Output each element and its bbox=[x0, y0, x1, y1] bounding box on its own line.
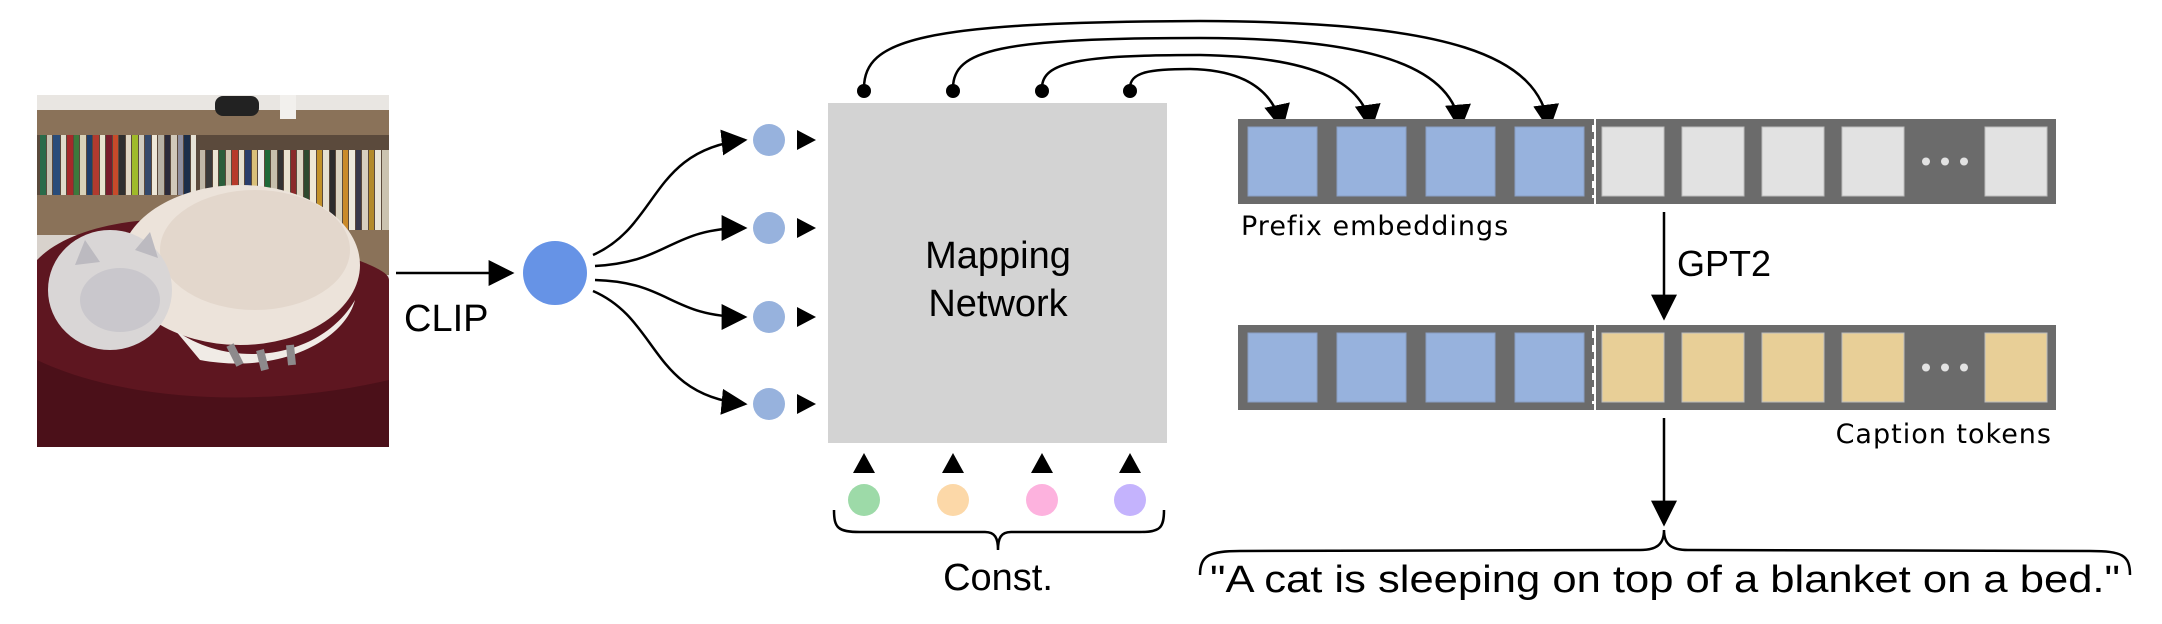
input-triangle-icon bbox=[797, 394, 816, 414]
const-label: Const. bbox=[943, 557, 1053, 599]
const-up-triangle-icon bbox=[1119, 453, 1141, 473]
mapping-network-label-line1: Mapping bbox=[925, 235, 1071, 277]
ellipsis-dot bbox=[1922, 157, 1930, 166]
prefix-arc-4 bbox=[1128, 67, 1290, 131]
mapping-output-dot bbox=[1035, 84, 1049, 98]
input-triangle-icon bbox=[797, 130, 816, 150]
prefix-token bbox=[1425, 126, 1496, 197]
ellipsis-dot bbox=[1960, 363, 1968, 372]
mapping-input-node bbox=[753, 301, 785, 333]
const-up-triangle-icon bbox=[853, 453, 875, 473]
text-token bbox=[1681, 332, 1745, 403]
mapping-input-node bbox=[753, 212, 785, 244]
const-brace bbox=[832, 509, 1166, 551]
fan-out-arrow-4 bbox=[592, 289, 748, 415]
input-image bbox=[37, 95, 389, 447]
mapping-input-node bbox=[753, 124, 785, 156]
prefix-token bbox=[1336, 126, 1407, 197]
input-triangle-icon bbox=[797, 307, 816, 327]
const-inputs bbox=[848, 453, 1146, 516]
mapping-input-node bbox=[753, 388, 785, 420]
caption-token-strip bbox=[1238, 325, 2056, 410]
clip-embedding-node bbox=[523, 241, 587, 305]
generated-caption: "A cat is sleeping on top of a blanket o… bbox=[1210, 559, 2120, 601]
fan-out-arrow-1 bbox=[592, 129, 748, 257]
prefix-token bbox=[1247, 126, 1318, 197]
input-triangle-icon bbox=[797, 218, 816, 238]
caption-tokens-label: Caption tokens bbox=[1836, 419, 2052, 450]
ellipsis-dot bbox=[1941, 363, 1949, 372]
cat bbox=[48, 185, 360, 371]
caption-brace bbox=[1198, 529, 2132, 576]
ellipsis-dot bbox=[1922, 363, 1930, 372]
prefix-embeddings-label: Prefix embeddings bbox=[1241, 211, 1509, 242]
text-token bbox=[1761, 332, 1825, 403]
fan-out-arrow-3 bbox=[594, 278, 748, 330]
const-up-triangle-icon bbox=[1031, 453, 1053, 473]
prefix-token bbox=[1425, 332, 1496, 403]
mapping-output-dots bbox=[857, 84, 1137, 98]
ellipsis-dot bbox=[1941, 157, 1949, 166]
prefix-token bbox=[1514, 332, 1585, 403]
const-node bbox=[1114, 484, 1146, 516]
ellipsis-dot bbox=[1960, 157, 1968, 166]
prefix-arc-1 bbox=[862, 19, 1560, 131]
const-node bbox=[848, 484, 880, 516]
mapping-input-nodes bbox=[753, 124, 816, 420]
clip-label: CLIP bbox=[404, 298, 488, 340]
text-token bbox=[1841, 332, 1905, 403]
fan-out-arrow-2 bbox=[594, 215, 748, 268]
gpt2-label: GPT2 bbox=[1677, 243, 1771, 284]
prefix-token bbox=[1247, 332, 1318, 403]
text-token bbox=[1761, 126, 1825, 197]
fan-out-arrows bbox=[592, 129, 748, 415]
prefix-arc-3 bbox=[1040, 53, 1381, 131]
mapping-output-dot bbox=[857, 84, 871, 98]
prefix-token-strip bbox=[1238, 119, 2056, 204]
prefix-token bbox=[1336, 332, 1407, 403]
text-token bbox=[1681, 126, 1745, 197]
prefix-token bbox=[1514, 126, 1585, 197]
prefix-arc-2 bbox=[951, 36, 1471, 131]
mapping-output-dot bbox=[946, 84, 960, 98]
mapping-output-dot bbox=[1123, 84, 1137, 98]
const-node bbox=[937, 484, 969, 516]
text-token bbox=[1841, 126, 1905, 197]
text-token bbox=[1601, 126, 1665, 197]
const-up-triangle-icon bbox=[942, 453, 964, 473]
mapping-network-label-line2: Network bbox=[928, 283, 1068, 325]
text-token-last bbox=[1984, 332, 2048, 403]
text-token bbox=[1601, 332, 1665, 403]
mapping-network-box bbox=[828, 103, 1167, 443]
prefix-connection-arcs bbox=[862, 19, 1560, 131]
const-node bbox=[1026, 484, 1058, 516]
text-token-last bbox=[1984, 126, 2048, 197]
